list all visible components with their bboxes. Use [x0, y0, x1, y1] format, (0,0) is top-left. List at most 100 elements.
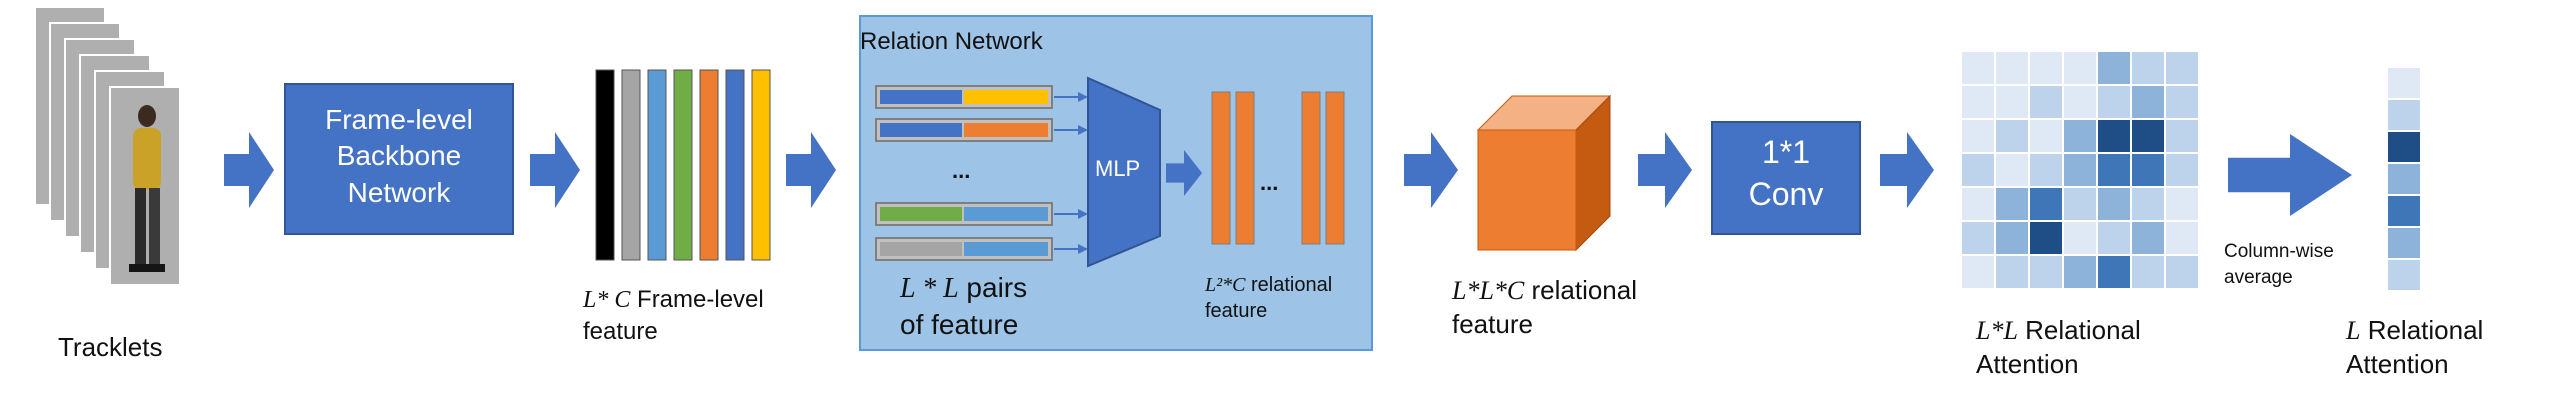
attention-matrix-cell: [2064, 256, 2096, 288]
feature-pair-left: [880, 207, 962, 221]
person-jacket: [133, 128, 161, 190]
frame-feature-bar: [621, 69, 641, 261]
attention-vector-cell: [2388, 196, 2420, 226]
backbone-line1: Frame-level: [325, 104, 473, 135]
attention-matrix-cell: [2166, 52, 2198, 84]
feature-pair: [875, 85, 1053, 109]
frame-feature-bar: [595, 69, 615, 261]
arrow-mlp-relational: [1166, 150, 1202, 196]
arrow-cube-conv: [1638, 132, 1692, 208]
relational-ellipsis: ...: [1260, 170, 1279, 195]
feature-pair-right: [964, 242, 1048, 256]
frame-feature-bar: [751, 69, 771, 261]
arrow-conv-matrix: [1880, 132, 1934, 208]
tracklet-frame: [109, 86, 181, 286]
attention-matrix-cell: [2132, 154, 2164, 186]
person-leg-right: [149, 188, 160, 268]
attention-matrix-cell: [1962, 52, 1994, 84]
vector-var: L: [2346, 316, 2361, 345]
attention-matrix-cell: [2098, 120, 2130, 152]
arrow-backbone-features: [530, 132, 580, 208]
frame-feature-var: L* C: [583, 287, 631, 313]
backbone-text: Frame-level Backbone Network: [285, 102, 513, 211]
attention-vector-cell: [2388, 68, 2420, 98]
pair-arrow-head: [1078, 209, 1088, 219]
attention-matrix-cell: [1962, 222, 1994, 254]
pairs-ellipsis: ...: [952, 158, 971, 183]
attention-matrix-cell: [1962, 188, 1994, 220]
attention-matrix-cell: [2030, 256, 2062, 288]
matrix-line2: Attention: [1976, 348, 2079, 379]
person-shoes: [129, 264, 165, 272]
pairs-line2: of feature: [900, 309, 1019, 341]
attention-matrix-cell: [2098, 52, 2130, 84]
arrow-features-relation: [786, 132, 836, 208]
attention-matrix-cell: [2166, 154, 2198, 186]
attention-matrix-cell: [2064, 154, 2096, 186]
attention-matrix-cell: [1962, 256, 1994, 288]
vector-label: L Relational Attention: [2346, 314, 2483, 382]
column-average-line1: Column-wise: [2224, 241, 2334, 262]
frame-feature-bar: [673, 69, 693, 261]
person-leg-left: [135, 188, 146, 268]
attention-matrix-cell: [2064, 86, 2096, 118]
pair-arrow-head: [1078, 244, 1088, 254]
pairs-var: L * L: [900, 273, 959, 304]
arrow-tracklets-backbone: [224, 132, 274, 208]
feature-pair-left: [880, 242, 962, 256]
relational-line2: feature: [1205, 300, 1268, 322]
feature-pair: [875, 202, 1053, 226]
attention-vector-cell: [2388, 132, 2420, 162]
attention-matrix-cell: [1996, 52, 2028, 84]
attention-matrix-cell: [2064, 120, 2096, 152]
attention-matrix-cell: [2132, 52, 2164, 84]
cube-rest: relational: [1524, 275, 1637, 305]
attention-matrix-cell: [2030, 154, 2062, 186]
frame-feature-bar: [647, 69, 667, 261]
vector-line2: Attention: [2346, 348, 2449, 379]
frame-feature-bar: [699, 69, 719, 261]
feature-pair-left: [880, 123, 962, 137]
backbone-line2: Backbone: [336, 140, 462, 172]
attention-matrix-cell: [2132, 86, 2164, 118]
attention-matrix-cell: [2132, 256, 2164, 288]
arrow-column-average: [2228, 134, 2352, 216]
matrix-label: L*L Relational Attention: [1976, 314, 2141, 382]
pair-arrow-head: [1078, 92, 1088, 102]
cube-line2: feature: [1452, 308, 1533, 339]
attention-matrix-cell: [1996, 86, 2028, 118]
attention-vector-cell: [2388, 260, 2420, 290]
attention-matrix-cell: [1996, 256, 2028, 288]
relational-rest: relational: [1245, 274, 1333, 296]
relation-network-title: Relation Network: [860, 28, 1043, 55]
frame-feature-rest: Frame-level: [630, 286, 764, 313]
attention-matrix-cell: [2132, 120, 2164, 152]
cube-label: L*L*C relational feature: [1452, 274, 1637, 342]
frame-feature-bar: [725, 69, 745, 261]
attention-vector-cell: [2388, 228, 2420, 258]
attention-matrix-cell: [1996, 222, 2028, 254]
pairs-rest: pairs: [958, 272, 1028, 303]
mlp-label: MLP: [1095, 156, 1141, 181]
tracklets-label: Tracklets: [58, 332, 163, 362]
person-head: [138, 105, 156, 127]
attention-matrix-cell: [2030, 188, 2062, 220]
feature-pair: [875, 237, 1053, 261]
matrix-var: L*L: [1976, 316, 2018, 345]
attention-matrix-cell: [2132, 188, 2164, 220]
attention-matrix-cell: [2030, 52, 2062, 84]
conv-text: 1*1 Conv: [1712, 132, 1860, 215]
attention-vector-cell: [2388, 100, 2420, 130]
attention-matrix-cell: [2064, 222, 2096, 254]
attention-matrix-cell: [1996, 188, 2028, 220]
attention-vector-cell: [2388, 164, 2420, 194]
relational-feature-bar: [1301, 91, 1321, 245]
attention-matrix-cell: [2098, 188, 2130, 220]
frame-feature-label: L* C Frame-level feature: [583, 284, 764, 349]
attention-matrix-cell: [1962, 86, 1994, 118]
attention-matrix-cell: [1962, 120, 1994, 152]
backbone-box: [284, 83, 514, 235]
relational-feature-label: L²*C relational feature: [1205, 272, 1332, 324]
